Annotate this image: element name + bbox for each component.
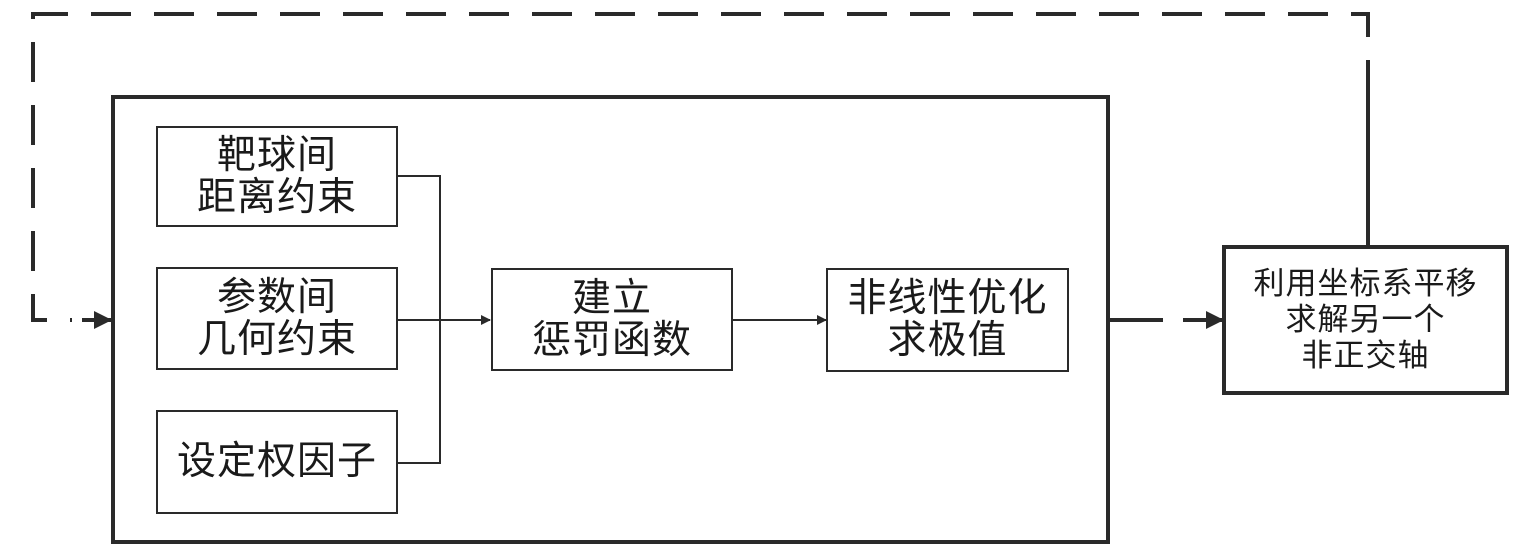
- param-geometry-box: 参数间 几何约束: [156, 267, 398, 370]
- nonlinear-box: 非线性优化 求极值: [826, 268, 1069, 372]
- nonlinear-line2: 求极值: [887, 318, 1008, 363]
- set-weight-box: 设定权因子: [156, 410, 398, 514]
- param-geometry-line1: 参数间: [216, 274, 337, 320]
- penalty-line2: 惩罚函数: [531, 317, 692, 363]
- module-container: [111, 95, 1110, 544]
- set-weight-line1: 设定权因子: [176, 439, 377, 484]
- feedback-dashed-loop: [31, 12, 1370, 322]
- translate-line2: 求解另一个: [1285, 302, 1446, 338]
- target-distance-line2: 距离约束: [196, 174, 357, 220]
- target-distance-box: 靶球间 距离约束: [156, 126, 398, 227]
- translate-box: 利用坐标系平移 求解另一个 非正交轴: [1222, 245, 1509, 395]
- target-distance-line1: 靶球间: [216, 132, 337, 178]
- penalty-box: 建立 惩罚函数: [491, 268, 733, 371]
- penalty-line1: 建立: [571, 275, 652, 321]
- translate-line3: 非正交轴: [1301, 338, 1430, 374]
- param-geometry-line2: 几何约束: [196, 316, 357, 362]
- translate-line1: 利用坐标系平移: [1253, 266, 1478, 302]
- nonlinear-line1: 非线性优化: [847, 276, 1048, 321]
